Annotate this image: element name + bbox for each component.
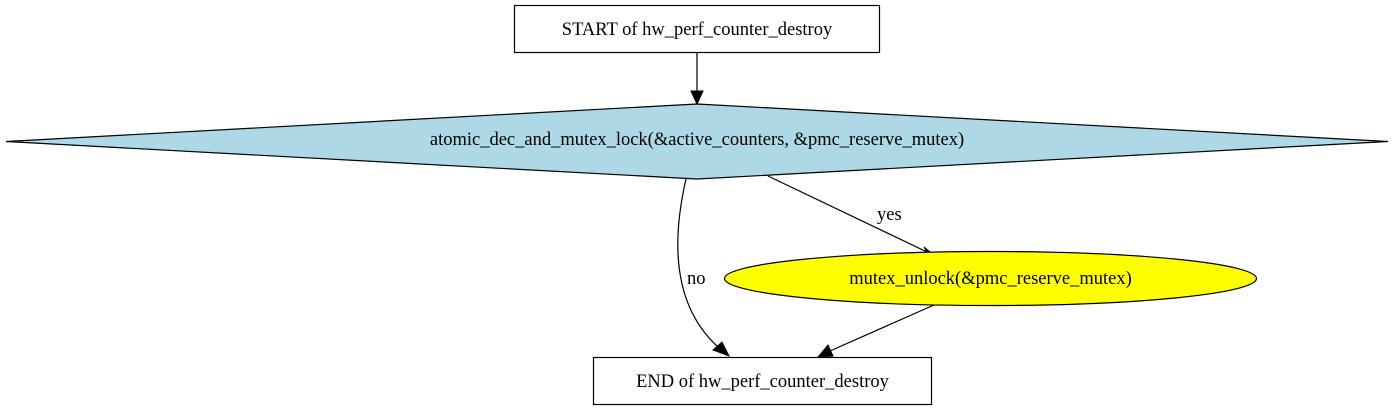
end-node: END of hw_perf_counter_destroy [592,356,933,406]
edge-unlock-to-end-arrowhead [816,344,834,358]
decision-node-label: atomic_dec_and_mutex_lock(&active_counte… [430,130,964,150]
edge-decision-yes-label: yes [877,205,902,225]
edge-unlock-to-end-line [829,304,935,352]
edge-decision-no: no [677,178,731,357]
edge-decision-yes-line [767,175,928,253]
unlock-node-label: mutex_unlock(&pmc_reserve_mutex) [849,269,1132,289]
start-node-label: START of hw_perf_counter_destroy [562,20,833,40]
end-node-label: END of hw_perf_counter_destroy [636,372,890,392]
unlock-node: mutex_unlock(&pmc_reserve_mutex) [723,250,1258,307]
edge-decision-no-label: no [687,269,706,289]
start-node-box [513,4,881,54]
edge-unlock-to-end [816,304,935,358]
edge-decision-no-line [677,178,719,348]
edge-decision-yes: yes [767,175,941,261]
start-node: START of hw_perf_counter_destroy [513,4,881,54]
decision-node-diamond [5,103,1389,180]
unlock-node-ellipse [723,250,1258,307]
edge-start-to-decision [690,53,704,106]
end-node-box [592,356,933,406]
edge-decision-no-arrowhead [712,341,731,357]
edge-start-to-decision-arrowhead [690,90,704,106]
decision-node: atomic_dec_and_mutex_lock(&active_counte… [5,103,1389,180]
